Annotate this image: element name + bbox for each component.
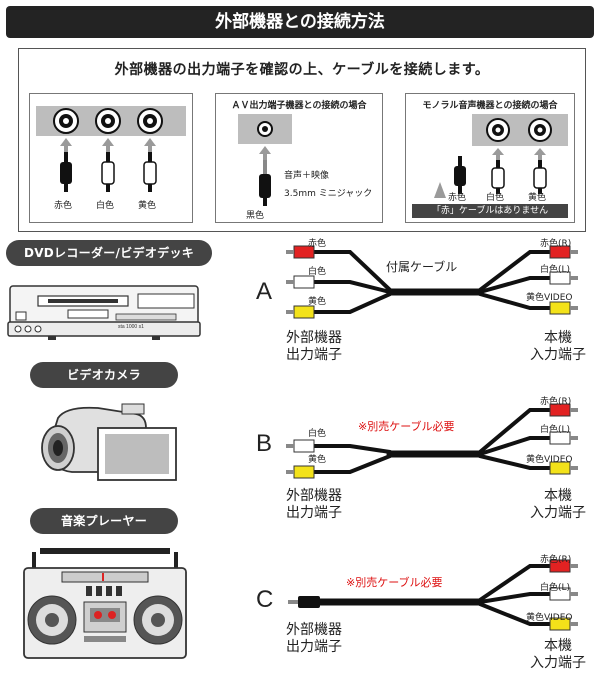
av-panel: ＡＶ出力端子機器との接続の場合 音声＋映像 3.5mm ミニジャック 黒色 bbox=[215, 93, 383, 223]
miniplug bbox=[259, 160, 271, 206]
cable-c-left-terminal: 外部機器出力端子 bbox=[286, 622, 342, 655]
av-label-audio-video: 音声＋映像 bbox=[284, 171, 330, 181]
mono-label-white: 白色 bbox=[486, 193, 505, 203]
cable-c-right-label-red: 赤色(R) bbox=[540, 555, 572, 565]
plug-white bbox=[101, 152, 115, 192]
cable-a-left-plug-red bbox=[286, 245, 315, 259]
cable-b-left-terminal: 外部機器出力端子 bbox=[286, 488, 342, 521]
av-label-black: 黒色 bbox=[246, 211, 265, 221]
intro-text: 外部機器の出力端子を確認の上、ケーブルを接続します。 bbox=[114, 62, 490, 78]
jack-white bbox=[95, 108, 121, 134]
cable-a-left-label-red: 赤色 bbox=[308, 239, 327, 249]
cable-c-diagram bbox=[288, 559, 578, 631]
cable-b-letter: B bbox=[256, 430, 273, 457]
cable-b-left-label-yellow: 黄色 bbox=[308, 455, 327, 465]
plug-yellow bbox=[143, 152, 157, 192]
cable-b-left-plug-yellow bbox=[286, 465, 315, 479]
arrow bbox=[259, 146, 271, 160]
cable-a-right-label-yellow: 黄色VIDEO bbox=[526, 293, 573, 303]
mono-plug-yellow bbox=[533, 160, 547, 194]
rca-label-white: 白色 bbox=[96, 201, 115, 211]
cable-c-right-label-white: 白色(L) bbox=[540, 583, 571, 593]
mono-plug-red bbox=[454, 156, 466, 194]
minijack bbox=[257, 121, 273, 137]
cable-a-caption: 付属ケーブル bbox=[386, 260, 458, 274]
device-label-camera: ビデオカメラ bbox=[30, 362, 178, 388]
cable-b-right-label-white: 白色(L) bbox=[540, 425, 571, 435]
mono-plug-white bbox=[491, 160, 505, 194]
cable-c-right-terminal: 本機入力端子 bbox=[530, 638, 586, 671]
cable-b-caption: ※別売ケーブル必要 bbox=[358, 420, 455, 433]
cable-b-right-plug-white bbox=[549, 431, 578, 445]
mono-arrows bbox=[492, 148, 546, 160]
cable-c-left-miniplug bbox=[288, 596, 320, 608]
cable-b-right-terminal: 本機入力端子 bbox=[530, 488, 586, 521]
rca-panel: 赤色 白色 黄色 bbox=[29, 93, 193, 223]
cable-a-right-plug-white bbox=[549, 271, 578, 285]
mono-label-red: 赤色 bbox=[448, 193, 467, 203]
cable-b-right-plug-yellow bbox=[549, 461, 578, 475]
rca-panel-illustration bbox=[36, 106, 186, 192]
dvd-screen-text: sta 1000 s1 bbox=[118, 324, 144, 330]
mono-note: 「赤」ケーブルはありません bbox=[412, 204, 568, 218]
music-player-icon bbox=[23, 548, 187, 659]
cable-a-diagram bbox=[286, 245, 578, 319]
av-label-minijack: 3.5mm ミニジャック bbox=[284, 189, 373, 199]
cable-c-caption: ※別売ケーブル必要 bbox=[346, 576, 443, 589]
plug-black bbox=[60, 152, 72, 192]
explanation-box: 外部機器の出力端子を確認の上、ケーブルを接続します。 赤色 白色 黄色 ＡＶ出力… bbox=[18, 48, 586, 232]
device-label-music: 音楽プレーヤー bbox=[30, 508, 178, 534]
cable-c-right-plug-white bbox=[549, 587, 578, 601]
cable-a-left-label-yellow: 黄色 bbox=[308, 297, 327, 307]
cable-a-right-plug-red bbox=[549, 245, 578, 259]
cable-a-right-plug-yellow bbox=[549, 301, 578, 315]
jack-red bbox=[53, 108, 79, 134]
page-title: 外部機器との接続方法 bbox=[6, 6, 594, 38]
mono-label-yellow: 黄色 bbox=[528, 193, 547, 203]
device-label-dvd: DVDレコーダー/ビデオデッキ bbox=[6, 240, 212, 266]
mono-panel: モノラル音声機器との接続の場合 赤色 白色 黄色 「赤」ケーブルはありません bbox=[405, 93, 575, 223]
cable-a-left-label-white: 白色 bbox=[308, 267, 327, 277]
cable-b-left-plug-white bbox=[286, 439, 315, 453]
mono-jack-yellow bbox=[528, 118, 552, 142]
cable-a-left-plug-white bbox=[286, 275, 315, 289]
cable-b-right-label-red: 赤色(R) bbox=[540, 397, 572, 407]
mono-note-pointer bbox=[434, 182, 446, 198]
rca-label-red: 赤色 bbox=[54, 201, 73, 211]
cable-a-left-terminal: 外部機器出力端子 bbox=[286, 330, 342, 363]
cable-b-diagram bbox=[286, 403, 578, 479]
video-camera-icon bbox=[41, 403, 177, 481]
jack-yellow bbox=[137, 108, 163, 134]
cable-a-letter: A bbox=[256, 278, 273, 305]
cable-c-right-label-yellow: 黄色VIDEO bbox=[526, 613, 573, 623]
cable-b-right-plug-red bbox=[549, 403, 578, 417]
mono-jack-white bbox=[486, 118, 510, 142]
cable-a-right-label-red: 赤色(R) bbox=[540, 239, 572, 249]
av-panel-title: ＡＶ出力端子機器との接続の場合 bbox=[231, 101, 367, 111]
rca-label-yellow: 黄色 bbox=[138, 201, 157, 211]
cable-b-right-label-yellow: 黄色VIDEO bbox=[526, 455, 573, 465]
cable-a-right-terminal: 本機入力端子 bbox=[530, 330, 586, 363]
cable-c-letter: C bbox=[256, 586, 274, 613]
mono-panel-illustration bbox=[434, 114, 568, 198]
cable-a-left-plug-yellow bbox=[286, 305, 315, 319]
cable-b-left-label-white: 白色 bbox=[308, 429, 327, 439]
arrows bbox=[60, 138, 156, 152]
cable-a-right-label-white: 白色(L) bbox=[540, 265, 571, 275]
dvd-recorder-icon: sta 1000 s1 bbox=[7, 285, 201, 340]
av-panel-illustration bbox=[238, 114, 292, 206]
cable-c-right-plug-yellow bbox=[549, 617, 578, 631]
cable-c-right-plug-red bbox=[549, 559, 578, 573]
mono-panel-title: モノラル音声機器との接続の場合 bbox=[422, 101, 558, 111]
